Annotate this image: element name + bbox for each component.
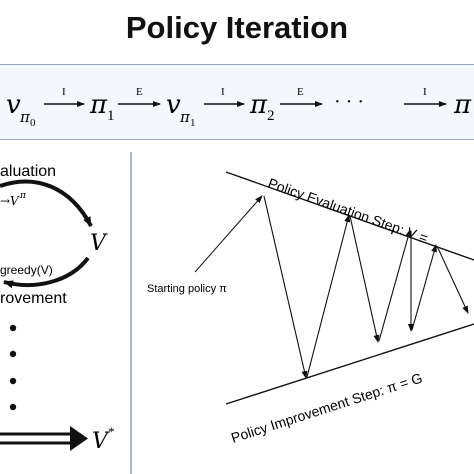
evaluation-label-fragment: aluation — [0, 163, 56, 180]
improvement-line — [225, 323, 474, 405]
seq-v-1-subsub: 1 — [190, 117, 196, 129]
zigzag-step-7 — [436, 245, 469, 314]
seq-v-1: v — [166, 90, 181, 120]
page-title: Policy Iteration — [125, 10, 349, 45]
zigzag-step-2 — [306, 214, 351, 378]
evaluation-arrow — [0, 179, 93, 227]
policy-sequence: v π 0 I π 1 E v π 1 I π 2 E · · · I π — [6, 86, 472, 129]
convergence-arrowhead — [70, 426, 88, 451]
seq-pi-last: π — [453, 90, 472, 120]
evaluation-step-label: Policy Evaluation Step: V = — [266, 175, 430, 246]
seq-pi-1-sub: 1 — [107, 108, 115, 124]
convergence-dot-3 — [9, 377, 17, 385]
seq-pi-2-sub: 2 — [267, 108, 275, 124]
seq-ellipsis: · · · — [334, 91, 364, 113]
v-pi-sup: π — [19, 191, 27, 201]
v-pi-label-fragment: →V — [0, 194, 20, 208]
seq-pi-2: π — [249, 90, 268, 120]
zigzag-step-1 — [263, 195, 308, 379]
right-diagram: Policy Evaluation Step: V = Policy Impro… — [147, 171, 474, 446]
left-diagram: aluation →V π V greedy(V) rovement V * — [0, 163, 115, 454]
zigzag-step-4 — [378, 229, 412, 342]
zigzag-step-3 — [349, 215, 380, 343]
zigzag-step-6 — [411, 244, 437, 331]
seq-arrow-label-improve-2: I — [221, 86, 225, 98]
convergence-dot-4 — [9, 403, 17, 411]
value-v-label: V — [90, 231, 108, 256]
seq-v-0: v — [6, 90, 21, 120]
seq-arrow-label-improve-3: I — [423, 86, 427, 98]
seq-pi-1: π — [89, 90, 108, 120]
improvement-step-label: Policy Improvement Step: π = G — [229, 370, 424, 446]
starting-policy-arrow — [194, 195, 263, 273]
optimal-value-sup: * — [108, 424, 115, 439]
improvement-label-fragment: rovement — [0, 290, 67, 307]
seq-v-1-sub: π — [179, 108, 191, 126]
seq-arrow-label-eval-1: E — [136, 86, 143, 98]
seq-v-0-subsub: 0 — [30, 117, 36, 129]
optimal-value-label: V — [92, 429, 110, 454]
improvement-arrow — [3, 256, 90, 289]
convergence-dot-2 — [9, 350, 17, 358]
seq-v-0-sub: π — [19, 108, 31, 126]
greedy-label-fragment: greedy(V) — [0, 263, 53, 277]
convergence-dot-1 — [9, 324, 17, 332]
starting-policy-label: Starting policy π — [147, 283, 227, 295]
seq-arrow-label-eval-2: E — [297, 86, 304, 98]
seq-arrow-label-improve-1: I — [62, 86, 66, 98]
